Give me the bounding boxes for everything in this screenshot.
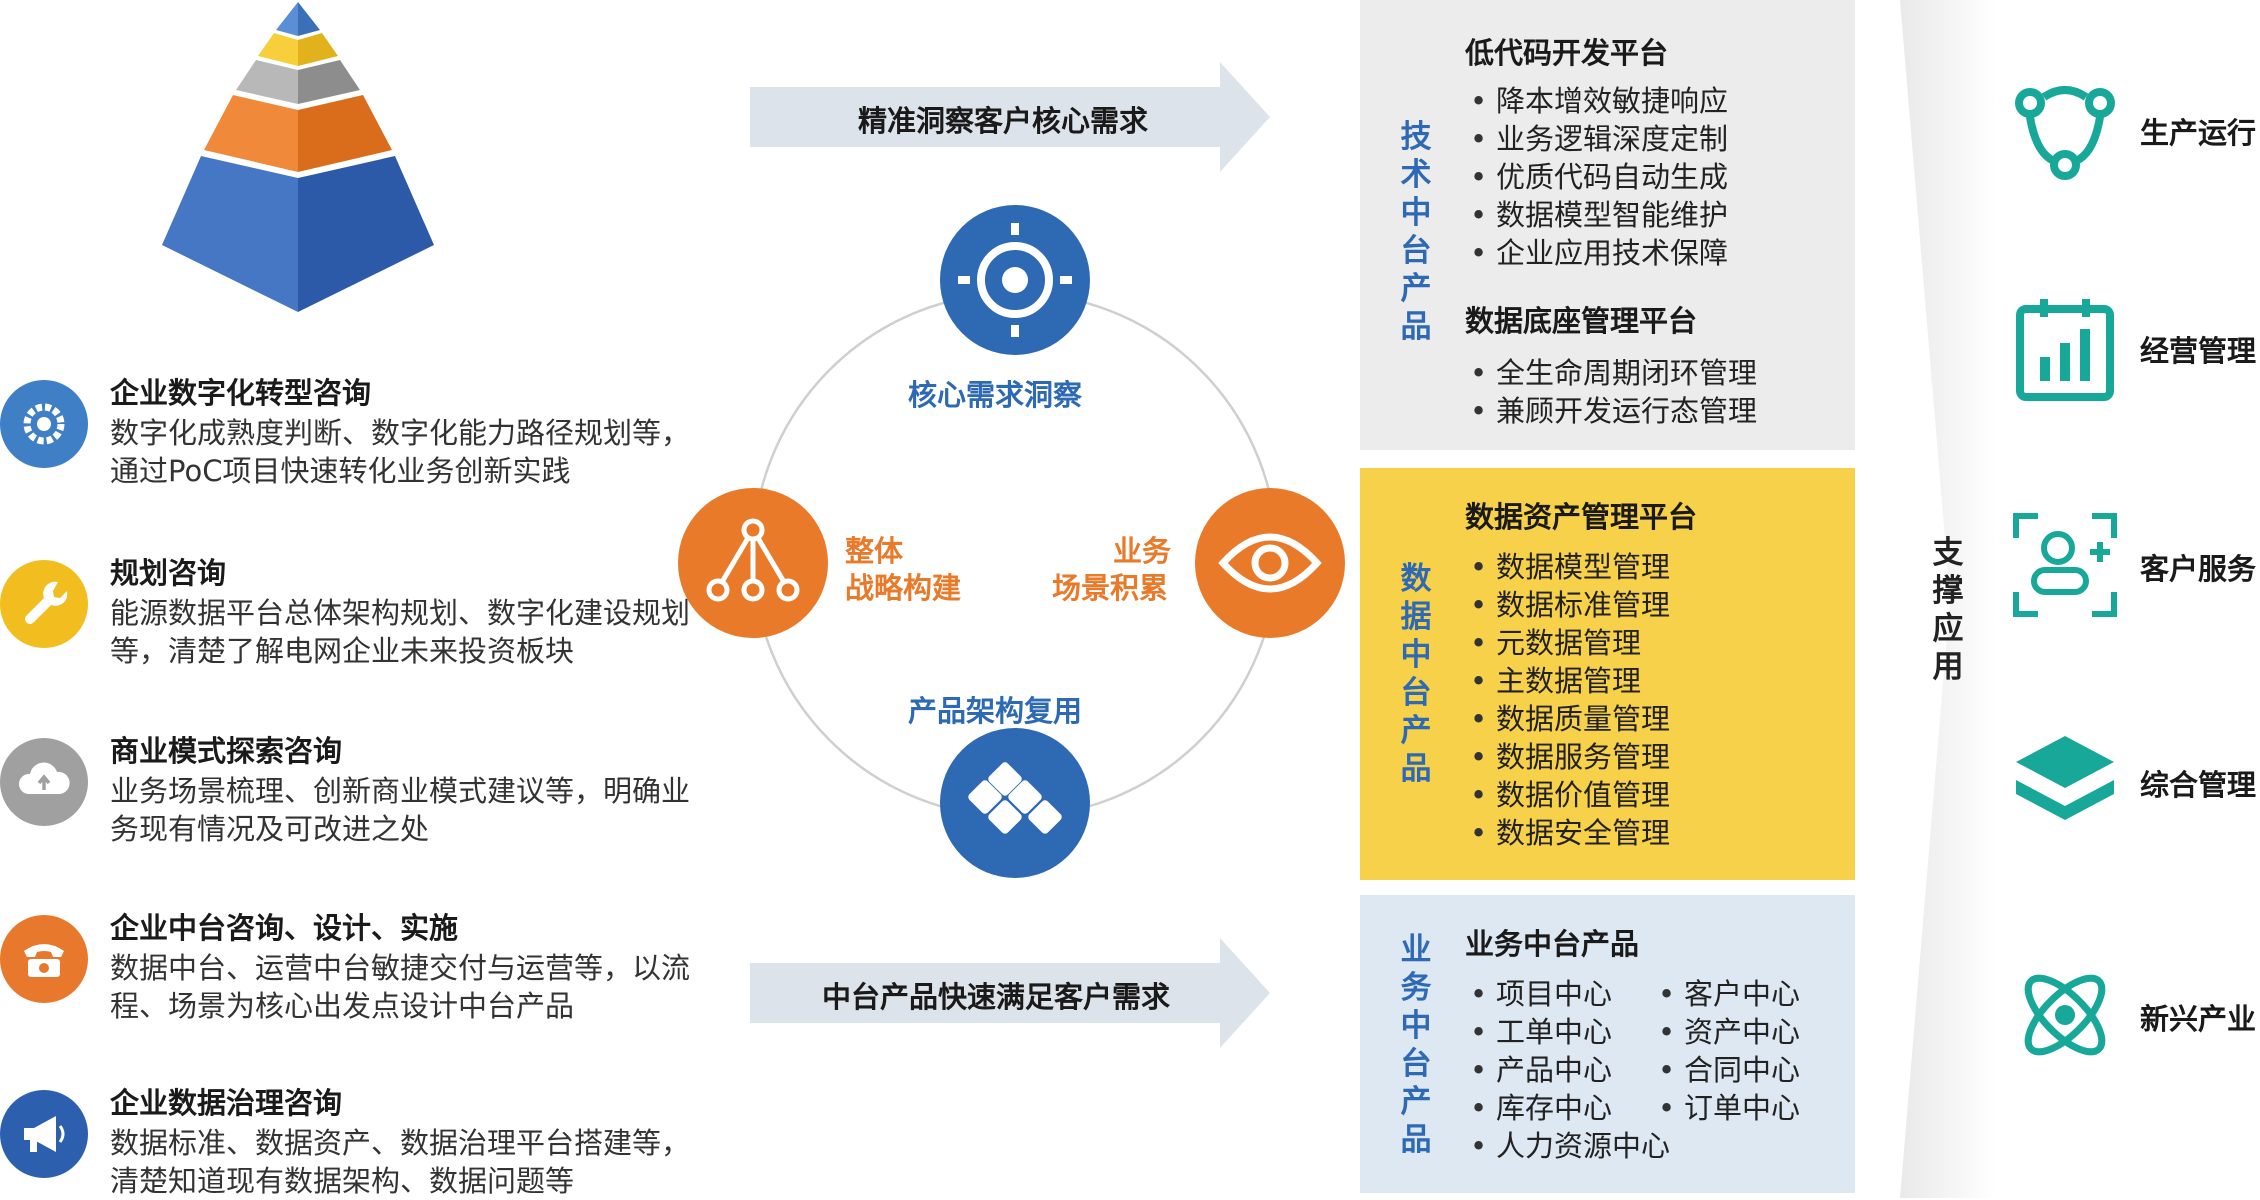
list-item: 数据模型管理: [1470, 548, 1670, 586]
app-label: 新兴产业: [2140, 1002, 2257, 1036]
tech-heading-2: 数据底座管理平台: [1465, 304, 1698, 338]
consulting-item: 企业数字化转型咨询 数字化成熟度判断、数字化能力路径规划等，通过PoC项目快速转…: [0, 370, 700, 490]
cycle-left-label-2: 战略构建: [845, 571, 962, 605]
list-item: 业务逻辑深度定制: [1470, 120, 1728, 158]
cloud-upload-icon: [0, 738, 88, 826]
list-item: 数据服务管理: [1470, 738, 1670, 776]
user-add-icon: [2010, 510, 2120, 620]
consulting-item: 商业模式探索咨询 业务场景梳理、创新商业模式建议等，明确业务现有情况及可改进之处: [0, 728, 700, 848]
list-item: 资产中心: [1658, 1013, 1800, 1051]
consulting-title: 规划咨询: [110, 556, 227, 590]
bottom-arrow: [750, 938, 1270, 1048]
list-item: 数据标准管理: [1470, 586, 1670, 624]
cycle-bottom-label: 产品架构复用: [908, 694, 1083, 728]
data-heading: 数据资产管理平台: [1465, 500, 1698, 534]
consulting-desc: 能源数据平台总体架构规划、数字化建设规划等，清楚了解电网企业未来投资板块: [110, 596, 691, 668]
consulting-desc: 数据标准、数据资产、数据治理平台搭建等，清楚知道现有数据架构、数据问题等: [110, 1126, 691, 1198]
consulting-item: 企业数据治理咨询 数据标准、数据资产、数据治理平台搭建等，清楚知道现有数据架构、…: [0, 1080, 700, 1198]
eye-icon: [1195, 488, 1345, 638]
app-label: 客户服务: [2140, 552, 2257, 586]
consulting-desc: 业务场景梳理、创新商业模式建议等，明确业务现有情况及可改进之处: [110, 774, 691, 846]
consulting-title: 企业中台咨询、设计、实施: [110, 911, 459, 945]
list-item: 数据质量管理: [1470, 700, 1670, 738]
list-item: 元数据管理: [1470, 624, 1670, 662]
tech-panel: 技术中台产品 低代码开发平台 降本增效敏捷响应 业务逻辑深度定制 优质代码自动生…: [1360, 0, 1855, 450]
list-item: 兼顾开发运行态管理: [1470, 392, 1757, 430]
wrench-icon: [0, 560, 88, 648]
consulting-desc: 数据中台、运营中台敏捷交付与运营等，以流程、场景为核心出发点设计中台产品: [110, 951, 691, 1023]
biz-panel-side-label: 业务中台产品: [1400, 932, 1432, 1158]
list-item: 全生命周期闭环管理: [1470, 354, 1757, 392]
bar-chart-icon: [2010, 295, 2120, 405]
bottom-arrow-label: 中台产品快速满足客户需求: [822, 980, 1171, 1014]
consulting-title: 企业数字化转型咨询: [110, 376, 372, 410]
app-label: 生产运行: [2140, 116, 2257, 150]
app-label: 经营管理: [2140, 334, 2257, 368]
app-label: 综合管理: [2140, 768, 2257, 802]
gear-icon: [0, 380, 88, 468]
cycle-right-label-2: 场景积累: [1052, 571, 1169, 605]
data-list: 数据模型管理 数据标准管理 元数据管理 主数据管理 数据质量管理 数据服务管理 …: [1470, 548, 1670, 852]
list-item: 订单中心: [1658, 1089, 1800, 1127]
list-item: 优质代码自动生成: [1470, 158, 1728, 196]
list-item: 企业应用技术保障: [1470, 234, 1728, 272]
data-panel-side-label: 数据中台产品: [1400, 561, 1432, 787]
list-item: 客户中心: [1658, 975, 1800, 1013]
list-item: 合同中心: [1658, 1051, 1800, 1089]
megaphone-icon: [0, 1090, 88, 1178]
consulting-desc: 数字化成熟度判断、数字化能力路径规划等，通过PoC项目快速转化业务创新实践: [110, 416, 691, 488]
target-icon: [940, 205, 1090, 355]
atom-icon: [2010, 960, 2120, 1070]
top-arrow: [750, 62, 1270, 172]
layers-icon: [2010, 728, 2120, 838]
network-icon: [2010, 75, 2120, 185]
list-item: 主数据管理: [1470, 662, 1670, 700]
list-item: 人力资源中心: [1470, 1127, 1670, 1165]
list-item: 降本增效敏捷响应: [1470, 82, 1728, 120]
consulting-title: 商业模式探索咨询: [110, 734, 343, 768]
list-item: 数据模型智能维护: [1470, 196, 1728, 234]
support-chevron: [1900, 0, 1995, 1198]
consulting-title: 企业数据治理咨询: [110, 1086, 343, 1120]
support-label: 支撑应用: [1932, 535, 1964, 685]
list-item: 工单中心: [1470, 1013, 1670, 1051]
list-item: 产品中心: [1470, 1051, 1670, 1089]
biz-list-col2: 客户中心 资产中心 合同中心 订单中心: [1658, 975, 1800, 1127]
hierarchy-icon: [678, 488, 828, 638]
list-item: 数据价值管理: [1470, 776, 1670, 814]
cycle-top-label: 核心需求洞察: [908, 378, 1083, 412]
list-item: 库存中心: [1470, 1089, 1670, 1127]
cycle-left-label-1: 整体: [845, 534, 904, 568]
top-arrow-label: 精准洞察客户核心需求: [858, 104, 1149, 138]
cycle-right-label-1: 业务: [1113, 534, 1172, 568]
phone-icon: [0, 915, 88, 1003]
biz-heading: 业务中台产品: [1465, 927, 1640, 961]
tech-panel-side-label: 技术中台产品: [1400, 119, 1432, 345]
tech-list-1: 降本增效敏捷响应 业务逻辑深度定制 优质代码自动生成 数据模型智能维护 企业应用…: [1470, 82, 1728, 272]
list-item: 数据安全管理: [1470, 814, 1670, 852]
consulting-item: 企业中台咨询、设计、实施 数据中台、运营中台敏捷交付与运营等，以流程、场景为核心…: [0, 905, 700, 1025]
biz-panel: 业务中台产品 业务中台产品 项目中心 工单中心 产品中心 库存中心 人力资源中心…: [1360, 895, 1855, 1193]
tech-heading-1: 低代码开发平台: [1465, 36, 1669, 70]
data-panel: 数据中台产品 数据资产管理平台 数据模型管理 数据标准管理 元数据管理 主数据管…: [1360, 468, 1855, 880]
list-item: 项目中心: [1470, 975, 1670, 1013]
biz-list-col1: 项目中心 工单中心 产品中心 库存中心 人力资源中心: [1470, 975, 1670, 1165]
pyramid-graphic: [162, 2, 434, 312]
blocks-icon: [940, 728, 1090, 878]
tech-list-2: 全生命周期闭环管理 兼顾开发运行态管理: [1470, 354, 1757, 430]
consulting-item: 规划咨询 能源数据平台总体架构规划、数字化建设规划等，清楚了解电网企业未来投资板…: [0, 550, 700, 670]
